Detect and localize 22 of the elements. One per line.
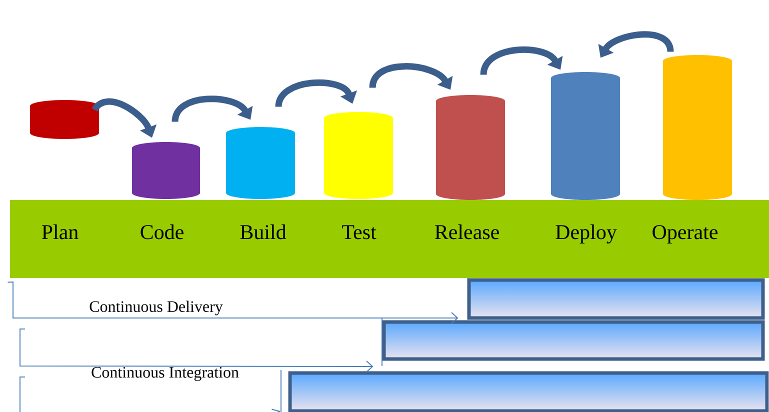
cylinder bbox=[436, 95, 505, 200]
cylinder bbox=[132, 142, 200, 199]
cylinder bbox=[663, 55, 732, 200]
stage-label: Build bbox=[240, 224, 286, 240]
cylinder bbox=[30, 100, 99, 139]
gradient-bar bbox=[288, 371, 769, 412]
stage-label: Code bbox=[140, 224, 184, 240]
stage-label: Operate bbox=[652, 225, 718, 244]
gradient-bar bbox=[467, 278, 765, 320]
bracket-arrow bbox=[20, 376, 280, 412]
stage-label: Deploy bbox=[556, 224, 617, 244]
cylinder bbox=[551, 72, 620, 200]
bracket-arrow bbox=[20, 328, 374, 372]
bracket-arrow bbox=[7, 281, 458, 324]
stage-label: Plan bbox=[42, 224, 78, 240]
cylinder bbox=[324, 112, 393, 199]
gradient-bar bbox=[382, 320, 765, 361]
stage-label: Release bbox=[434, 224, 499, 240]
cylinder bbox=[226, 127, 295, 199]
stage-label: Test bbox=[342, 225, 376, 240]
phase-label: Continuous Delivery bbox=[90, 300, 223, 316]
phase-label: Continuous Integration bbox=[92, 366, 239, 381]
